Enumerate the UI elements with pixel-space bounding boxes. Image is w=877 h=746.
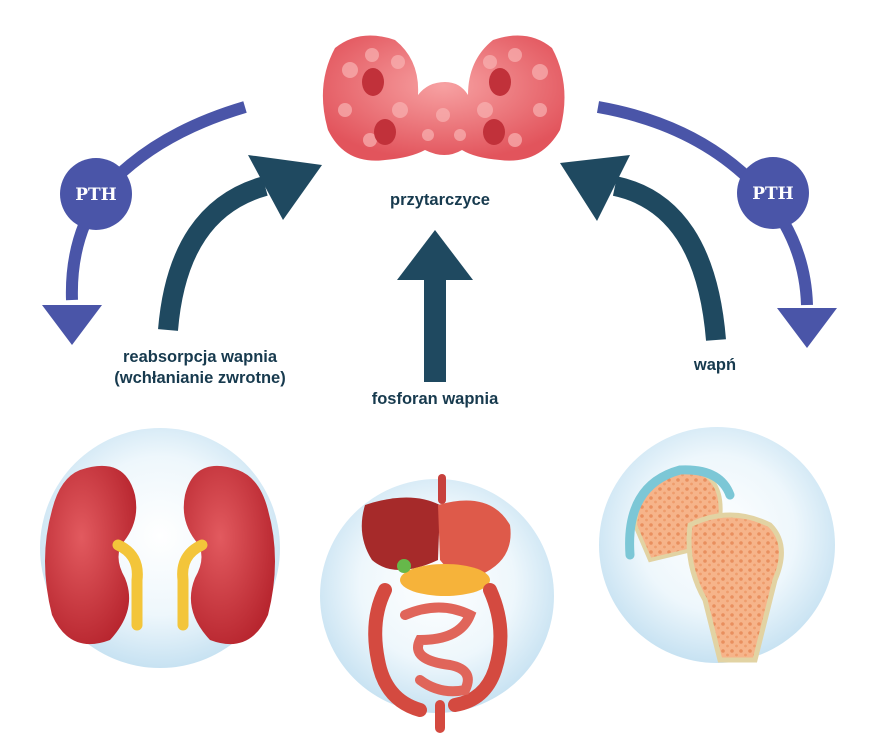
bone-joint-icon <box>625 465 784 663</box>
pth-label-right: PTH <box>752 184 794 204</box>
digestive-illustration <box>320 474 554 733</box>
pth-badge-right <box>737 157 809 229</box>
arrow-right-to-gland <box>560 155 726 341</box>
digestive-system-icon <box>361 474 511 733</box>
gland-label: przytarczyce <box>390 191 490 209</box>
pth-arrow-left <box>42 101 247 345</box>
pth-arrow-right <box>596 101 837 348</box>
left-label-line1: reabsorpcja wapnia <box>122 348 278 366</box>
bone-illustration <box>599 427 835 663</box>
pth-label-left: PTH <box>75 185 117 205</box>
arrow-left-to-gland <box>158 155 322 331</box>
kidneys-icon <box>45 465 275 645</box>
parathyroid-gland-icon <box>322 35 565 161</box>
kidneys-illustration <box>40 428 280 668</box>
left-label: reabsorpcja wapnia (wchłanianie zwrotne) <box>80 347 320 389</box>
left-label-line2: (wchłanianie zwrotne) <box>114 369 286 387</box>
middle-label: fosforan wapnia <box>371 390 499 408</box>
pth-badge-left <box>60 158 132 230</box>
right-label: wapń <box>693 356 737 374</box>
arrow-middle-to-gland <box>397 230 473 382</box>
